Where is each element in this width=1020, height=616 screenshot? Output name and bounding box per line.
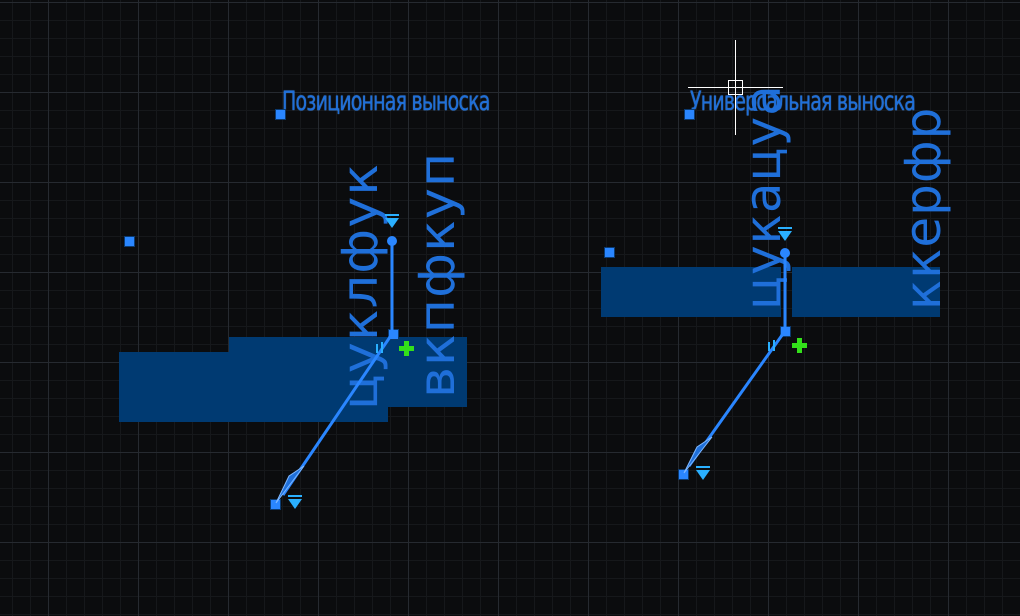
grip-square-icon[interactable]	[678, 469, 689, 480]
direction-triangle-icon[interactable]	[288, 495, 302, 509]
arrowhead-icon	[683, 436, 713, 474]
grip-square-icon[interactable]	[270, 499, 281, 510]
grip-square-icon[interactable]	[275, 109, 286, 120]
grip-square-icon[interactable]	[684, 109, 695, 120]
right-leader-title[interactable]: Универсальная выноска	[690, 86, 916, 117]
direction-triangle-icon[interactable]	[696, 466, 710, 480]
left-leader[interactable]	[275, 214, 414, 509]
arrowhead-icon	[275, 465, 305, 504]
left-landing-grip[interactable]	[387, 236, 397, 246]
add-vertex-icon[interactable]	[399, 341, 414, 356]
direction-triangle-icon[interactable]	[778, 227, 792, 241]
grip-square-icon[interactable]	[124, 236, 135, 247]
right-selection-fill-a	[601, 267, 781, 317]
right-selection-fill-b	[792, 267, 940, 317]
add-vertex-icon[interactable]	[792, 338, 807, 353]
right-leader[interactable]	[683, 227, 807, 480]
stretch-grip-icon[interactable]	[376, 342, 383, 353]
stretch-grip-icon[interactable]	[768, 340, 775, 351]
left-leader-title[interactable]: Позиционная выноска	[282, 86, 490, 117]
left-selection-fill-b	[229, 337, 467, 407]
direction-triangle-icon[interactable]	[385, 214, 399, 228]
right-landing-grip[interactable]	[780, 248, 790, 258]
grip-square-icon[interactable]	[604, 247, 615, 258]
crosshair-cursor-icon	[688, 40, 783, 135]
